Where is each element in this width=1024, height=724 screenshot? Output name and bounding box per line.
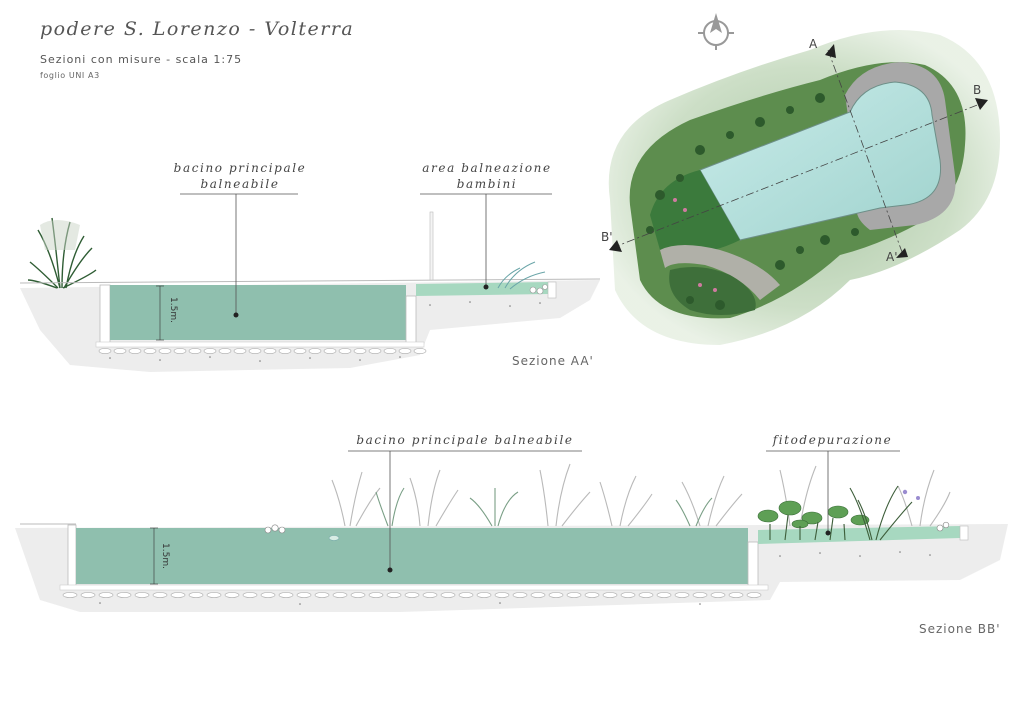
ornamental-grass-icon	[27, 217, 97, 289]
section-bb-caption: Sezione BB'	[919, 622, 1001, 636]
section-bb-main-pool-water	[76, 528, 748, 584]
section-aa-kids-area-label: area balneazione bambini	[412, 160, 562, 192]
section-aa-main-pool-label: bacino principale balneabile	[165, 160, 315, 192]
section-bb-drawing	[15, 450, 1008, 612]
plan-cut-a-label: A	[809, 37, 818, 51]
section-aa-depth-label: 1.5m.	[168, 297, 178, 323]
plan-cut-a-end-label: A'	[886, 250, 898, 264]
north-arrow-icon	[698, 13, 734, 50]
section-aa-kids-area-label-line2: bambini	[456, 177, 518, 191]
page-subtitle: Sezioni con misure - scala 1:75	[40, 53, 243, 66]
section-aa-main-pool-label-line1: bacino principale	[173, 161, 307, 175]
reed-icon	[375, 487, 713, 527]
section-bb-depth-label: 1.5m.	[160, 543, 170, 569]
plan-cut-b-label: B	[973, 83, 982, 97]
section-bb-filter-label: fitodepurazione	[772, 433, 893, 447]
water-lily-icon	[757, 500, 870, 529]
section-aa-kids-area-label-line1: area balneazione	[422, 161, 552, 175]
gravel-bed	[62, 592, 762, 598]
section-aa-drawing	[19, 193, 601, 372]
plan-cut-b-end-label: B'	[601, 230, 613, 244]
plan-view	[608, 30, 1000, 345]
section-aa-caption: Sezione AA'	[512, 354, 594, 368]
aquatic-plants-icon	[769, 485, 913, 541]
background-grasses	[331, 463, 951, 527]
gravel-bed	[98, 348, 427, 354]
plan-pool-water	[699, 81, 942, 241]
section-bb-main-pool-label: bacino principale balneabile	[356, 433, 574, 447]
reed-icon	[497, 261, 546, 290]
section-aa-main-pool-water	[110, 285, 406, 340]
section-aa-main-pool-label-line2: balneabile	[200, 177, 280, 191]
sheet-format: foglio UNI A3	[40, 71, 100, 80]
page-title: podere S. Lorenzo - Volterra	[40, 18, 355, 40]
